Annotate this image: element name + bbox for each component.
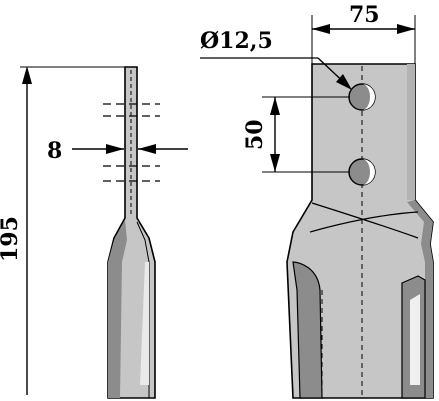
width-arrow-left [312, 24, 330, 34]
front-blade-twist-line-1 [311, 202, 419, 239]
width-arrow-right [397, 24, 415, 34]
height-label: 195 [0, 216, 23, 262]
thickness-label: 8 [47, 138, 62, 164]
height-arrow-top [22, 66, 32, 84]
thickness-arrow-left [106, 144, 124, 154]
front-blade-top-shade [407, 64, 415, 200]
side-view: 195 8 [0, 66, 188, 399]
side-blade-highlight [140, 262, 149, 385]
front-view: 75 Ø12,5 [200, 2, 434, 399]
spacing-arrow-bottom [270, 154, 280, 172]
hole-spacing-label: 50 [242, 119, 268, 150]
thickness-arrow-right [138, 144, 156, 154]
side-blade-shade [108, 220, 127, 398]
front-blade-right-highlight [410, 294, 420, 385]
mounting-hole-lower [348, 158, 376, 186]
hole-diameter-label: Ø12,5 [200, 28, 273, 54]
front-blade-left-wing [292, 261, 323, 399]
diameter-arrow-head [336, 74, 352, 90]
mounting-hole-upper [348, 83, 376, 111]
front-blade-right-edge [407, 200, 433, 398]
spacing-arrow-top [270, 97, 280, 115]
width-label: 75 [349, 2, 380, 28]
front-blade-twist-line-2 [309, 211, 419, 233]
